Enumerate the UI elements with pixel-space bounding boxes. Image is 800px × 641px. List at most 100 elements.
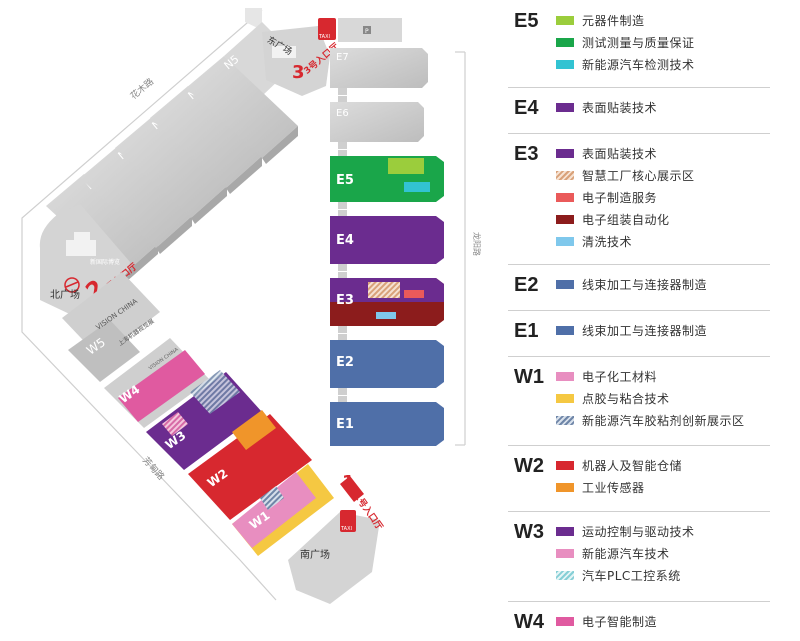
legend-swatch <box>556 325 574 335</box>
legend-item: 智慧工厂核心展示区 <box>556 166 695 184</box>
legend-hall-W2: W2 <box>514 455 544 477</box>
legend-item: 元器件制造 <box>556 11 645 29</box>
legend-item: 点胶与粘合技术 <box>556 389 670 407</box>
legend-swatch <box>556 371 574 381</box>
south-taxi-sign <box>340 510 356 532</box>
legend-swatch <box>556 214 574 224</box>
legend-label: 点胶与粘合技术 <box>582 391 670 406</box>
legend-divider <box>508 511 770 512</box>
hall-E4-label: E4 <box>336 233 354 248</box>
west-halls: W5 VISION CHINA 上海机器视觉展 VISION CHINA W4 … <box>62 272 334 556</box>
legend-item: 测试测量与质量保证 <box>556 33 695 51</box>
legend-swatch <box>556 415 574 425</box>
legend-label: 表面贴装技术 <box>582 100 658 115</box>
legend-divider <box>508 310 770 311</box>
legend-item: 电子制造服务 <box>556 188 657 206</box>
svg-text:P: P <box>365 28 369 35</box>
entrance-3-number: 3 <box>292 62 305 83</box>
legend-hall-W1: W1 <box>514 366 544 388</box>
legend-hall-E5: E5 <box>514 10 539 32</box>
east-plaza-area: 东广场 TAXI 3 3号入口厅 <box>262 18 341 96</box>
legend-swatch <box>556 148 574 158</box>
legend-swatch <box>556 102 574 112</box>
legend-label: 表面贴装技术 <box>582 146 658 161</box>
venue-map: N1N2N3N4N5 新国际博览 北广场 2 2号入口厅 W5 VISION C… <box>21 8 482 604</box>
hall-N4 <box>150 86 262 188</box>
legend-swatch <box>556 236 574 246</box>
legend-hall-E1: E1 <box>514 320 539 342</box>
legend-item: 线束加工与连接器制造 <box>556 321 707 339</box>
legend-label: 清洗技术 <box>582 234 633 249</box>
parking-building: P <box>338 18 402 42</box>
east-taxi-sign <box>318 18 336 40</box>
entrance-1-number: 1 <box>342 472 355 493</box>
legend-swatch <box>556 548 574 558</box>
legend-label: 运动控制与驱动技术 <box>582 524 695 539</box>
legend-label: 测试测量与质量保证 <box>582 35 695 50</box>
hall-N2 <box>80 146 192 248</box>
legend-item: 工业传感器 <box>556 478 645 496</box>
legend-hall-W4: W4 <box>514 611 544 633</box>
legend-divider <box>508 87 770 88</box>
legend-swatch <box>556 482 574 492</box>
legend-item: 汽车PLC工控系统 <box>556 566 681 584</box>
hall-E7-label: E7 <box>336 52 349 63</box>
legend-item: 机器人及智能仓储 <box>556 456 682 474</box>
legend-item: 新能源汽车检测技术 <box>556 55 695 73</box>
legend-label: 电子组装自动化 <box>582 212 670 227</box>
svg-text:TAXI: TAXI <box>318 34 330 40</box>
legend-label: 元器件制造 <box>582 13 645 28</box>
legend-swatch <box>556 616 574 626</box>
legend-divider <box>508 445 770 446</box>
legend-swatch <box>556 37 574 47</box>
north-entrance-icon <box>64 277 80 293</box>
legend-label: 电子智能制造 <box>582 614 658 629</box>
legend-swatch <box>556 393 574 403</box>
hall-E3-label: E3 <box>336 293 354 308</box>
legend-label: 新能源汽车检测技术 <box>582 57 695 72</box>
legend-hall-E2: E2 <box>514 274 539 296</box>
venue-boundary <box>21 9 466 601</box>
road-longyang-label: 龙阳路 <box>472 232 482 256</box>
legend-item: 表面贴装技术 <box>556 98 657 116</box>
legend-label: 工业传感器 <box>582 480 645 495</box>
legend-label: 电子制造服务 <box>582 190 658 205</box>
hall-E5-label: E5 <box>336 173 354 188</box>
legend-swatch <box>556 279 574 289</box>
legend-hall-W3: W3 <box>514 521 544 543</box>
legend-label: 线束加工与连接器制造 <box>582 277 708 292</box>
north-plaza-label: 北广场 <box>50 288 80 301</box>
legend-item: 线束加工与连接器制造 <box>556 275 707 293</box>
legend-item: 新能源汽车胶粘剂创新展示区 <box>556 411 745 429</box>
hall-N5 <box>186 56 298 158</box>
legend-label: 机器人及智能仓储 <box>582 458 683 473</box>
legend-divider <box>508 356 770 357</box>
legend-hall-E3: E3 <box>514 143 539 165</box>
legend-item: 表面贴装技术 <box>556 144 657 162</box>
legend-label: 电子化工材料 <box>582 369 658 384</box>
legend-item: 运动控制与驱动技术 <box>556 522 695 540</box>
legend-swatch <box>556 59 574 69</box>
road-huamu-label: 花木路 <box>128 75 156 102</box>
svg-text:TAXI: TAXI <box>340 526 352 532</box>
legend-divider <box>508 264 770 265</box>
legend-divider <box>508 601 770 602</box>
legend-swatch <box>556 170 574 180</box>
hall-E6-label: E6 <box>336 108 349 119</box>
south-plaza-label: 南广场 <box>300 548 330 561</box>
legend-label: 智慧工厂核心展示区 <box>582 168 695 183</box>
north-small-label: 新国际博览 <box>90 258 120 266</box>
legend-label: 汽车PLC工控系统 <box>582 568 681 583</box>
road-fangdian-label: 芳甸路 <box>140 454 167 482</box>
legend-label: 新能源汽车胶粘剂创新展示区 <box>582 413 745 428</box>
hall-E1-label: E1 <box>336 417 354 432</box>
legend-swatch <box>556 15 574 25</box>
legend-item: 新能源汽车技术 <box>556 544 670 562</box>
legend-label: 线束加工与连接器制造 <box>582 323 708 338</box>
legend-swatch <box>556 460 574 470</box>
north-halls: N1N2N3N4N5 <box>46 8 300 282</box>
hall-N1 <box>46 174 158 276</box>
legend-swatch <box>556 570 574 580</box>
legend-swatch <box>556 192 574 202</box>
